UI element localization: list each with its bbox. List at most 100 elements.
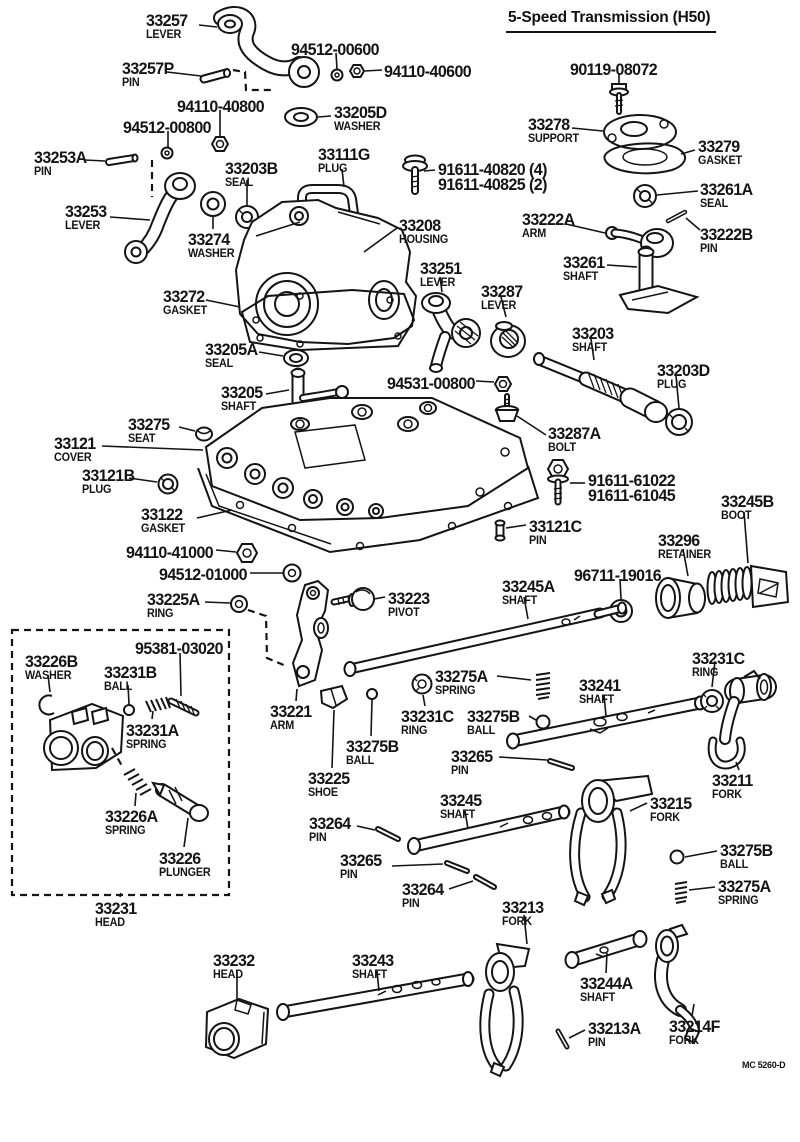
part-number: 33241 [579,676,621,695]
leader-line [743,511,749,564]
leader-line [464,810,469,830]
part-number: 33253A [34,148,87,167]
part-name: WASHER [188,248,235,260]
part-33121b-plug-drawing [157,473,179,495]
part-name: SEAL [225,177,254,189]
part-label-94531-00800: 94531-00800 [387,374,476,393]
part-label-94110-41000: 94110-41000 [126,543,214,562]
part-name: BALL [467,725,496,737]
part-33275b-ball-right-drawing [669,849,685,865]
part-name: COVER [54,452,92,464]
part-name: HEAD [95,917,125,929]
part-name: SHOE [308,787,338,799]
leader-line [178,426,196,432]
part-label-94512-00600: 94512-00600 [291,40,380,59]
part-33232-head-drawing [204,997,270,1060]
part-33221-arm-drawing [291,579,330,688]
part-number: 91611-40825 (2) [438,175,547,194]
part-number: 33222B [700,225,753,244]
part-number: 33275 [128,415,170,434]
leader-line [680,149,696,155]
part-33279-gasket-drawing [603,142,687,175]
part-name: PIN [402,898,420,910]
part-94512-00600-washer-drawing [330,68,344,82]
leader-line [448,880,474,890]
part-number: 94110-41000 [126,543,214,562]
leader-line [127,684,130,705]
part-33265-pin-top-drawing [547,758,575,771]
part-33223-pivot-drawing [330,587,375,611]
leader-line [356,825,376,831]
part-number: 33275B [720,841,773,860]
part-name: LEVER [420,277,456,289]
part-33257p-pin-drawing [199,68,231,84]
part-94110-40600-nut-drawing [348,64,366,78]
part-name: RING [401,725,428,737]
part-name: ARM [270,720,295,732]
part-number: 91611-40820 (4) [438,160,547,179]
part-name: SPRING [126,739,167,751]
leader-line [84,159,106,162]
part-number: 33243 [352,951,394,970]
leader-line [151,710,154,720]
part-33275b-ball-left-drawing [366,688,378,700]
leader-line [179,652,182,697]
part-number: 33211 [712,771,753,790]
part-number: 94531-00800 [387,374,476,393]
part-number: 33275B [467,707,520,726]
part-name: SEAL [700,198,729,210]
part-33244a-shaft-drawing [564,930,648,969]
part-number: 33205 [221,383,263,402]
leader-line [675,375,680,409]
part-33122-gasket-drawing [197,465,540,554]
part-number: 33223 [388,589,430,608]
part-number: 91611-61022 [588,471,676,490]
part-number: 33275B [346,737,399,756]
part-91611-61022-bolt-drawing [546,459,570,506]
leader-line [565,223,606,234]
part-name: SPRING [718,895,759,907]
part-number: 33205A [205,340,258,359]
part-33287a-bolt-drawing [494,393,520,422]
leader-line [128,477,158,483]
part-33251-lever-drawing [421,292,481,373]
part-number: 33245 [440,791,482,810]
part-33222b-pin-drawing [665,209,688,224]
part-number: 33232 [213,951,255,970]
part-number: 94512-00600 [291,40,380,59]
part-number: 33215 [650,794,692,813]
leader-line [516,415,547,436]
part-label-94512-00800: 94512-00800 [123,119,212,136]
part-number: 33245A [502,577,555,596]
dashed-leader-line [232,68,272,92]
part-name: HOUSING [399,234,449,246]
part-number: 90119-08072 [570,60,658,79]
leader-line [496,675,532,681]
part-name: RETAINER [658,549,711,561]
leader-line [331,709,335,769]
leader-line [317,115,332,118]
part-33211-fork-drawing [707,669,777,770]
part-number: 33226 [159,849,201,868]
leader-line [500,296,507,318]
